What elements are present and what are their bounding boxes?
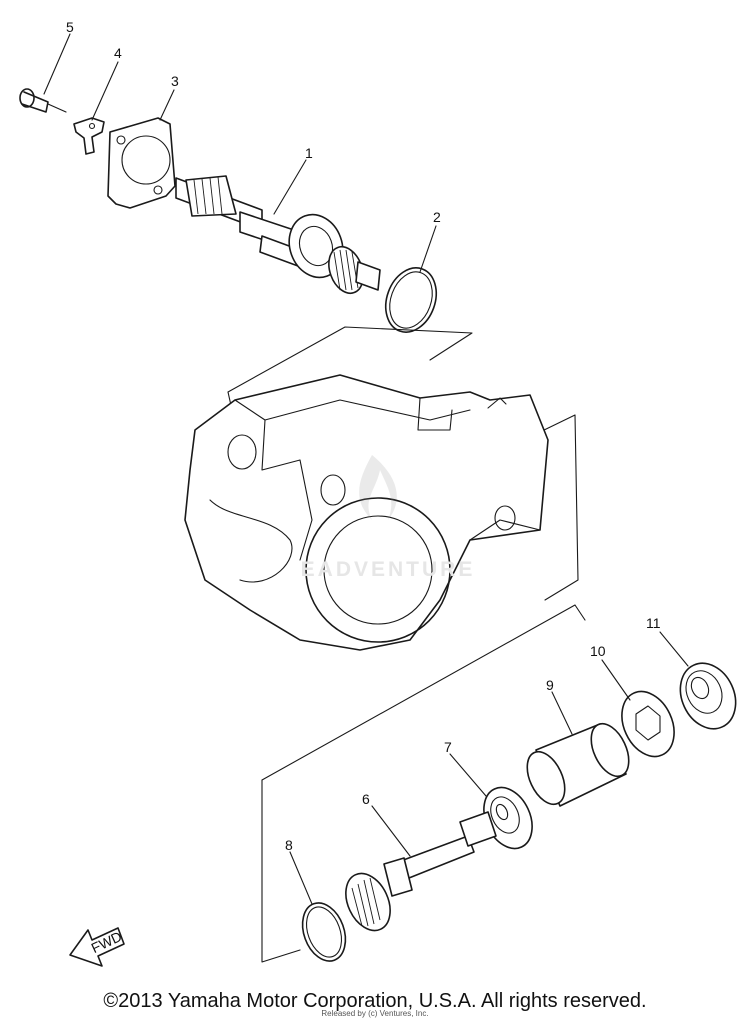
callout-1: 1: [305, 145, 313, 161]
part-5-screw: [19, 88, 67, 113]
callout-5: 5: [66, 19, 74, 35]
callout-7: 7: [444, 739, 452, 755]
part-3-gasket: [107, 117, 176, 209]
copyright-footer: ©2013 Yamaha Motor Corporation, U.S.A. A…: [103, 990, 647, 1012]
upper-shaft-assembly: [19, 88, 473, 393]
crankcase: [184, 374, 579, 651]
callout-10: 10: [590, 643, 606, 659]
part-2-circlip: [384, 267, 438, 333]
part-4-clip: [73, 117, 105, 155]
callout-3: 3: [171, 73, 179, 89]
callout-11: 11: [646, 615, 661, 631]
callout-6: 6: [362, 791, 370, 807]
part-11-oil-seal: [679, 662, 737, 730]
fwd-arrow-icon: FWD: [69, 927, 125, 967]
callout-2: 2: [433, 209, 441, 225]
callout-4: 4: [114, 45, 122, 61]
leader-lines: [43, 33, 689, 905]
watermark-text: EADVENTURE: [300, 558, 476, 581]
part-10-washer: [621, 690, 675, 758]
part-6-pinion-shaft: [345, 811, 497, 932]
lower-shaft-assembly: [261, 604, 737, 963]
part-9-collar: [526, 722, 630, 807]
part-1-shaft: [175, 175, 381, 295]
callout-8: 8: [285, 837, 293, 853]
callout-labels: 5 4 3 1 2 11 10 9 7 6 8: [66, 19, 661, 853]
part-7-bearing: [483, 786, 533, 850]
part-8-circlip: [301, 902, 347, 962]
credit-line: Released by (c) Ventures, Inc.: [321, 1009, 429, 1018]
callout-9: 9: [546, 677, 554, 693]
watermark-logo: [359, 455, 397, 520]
